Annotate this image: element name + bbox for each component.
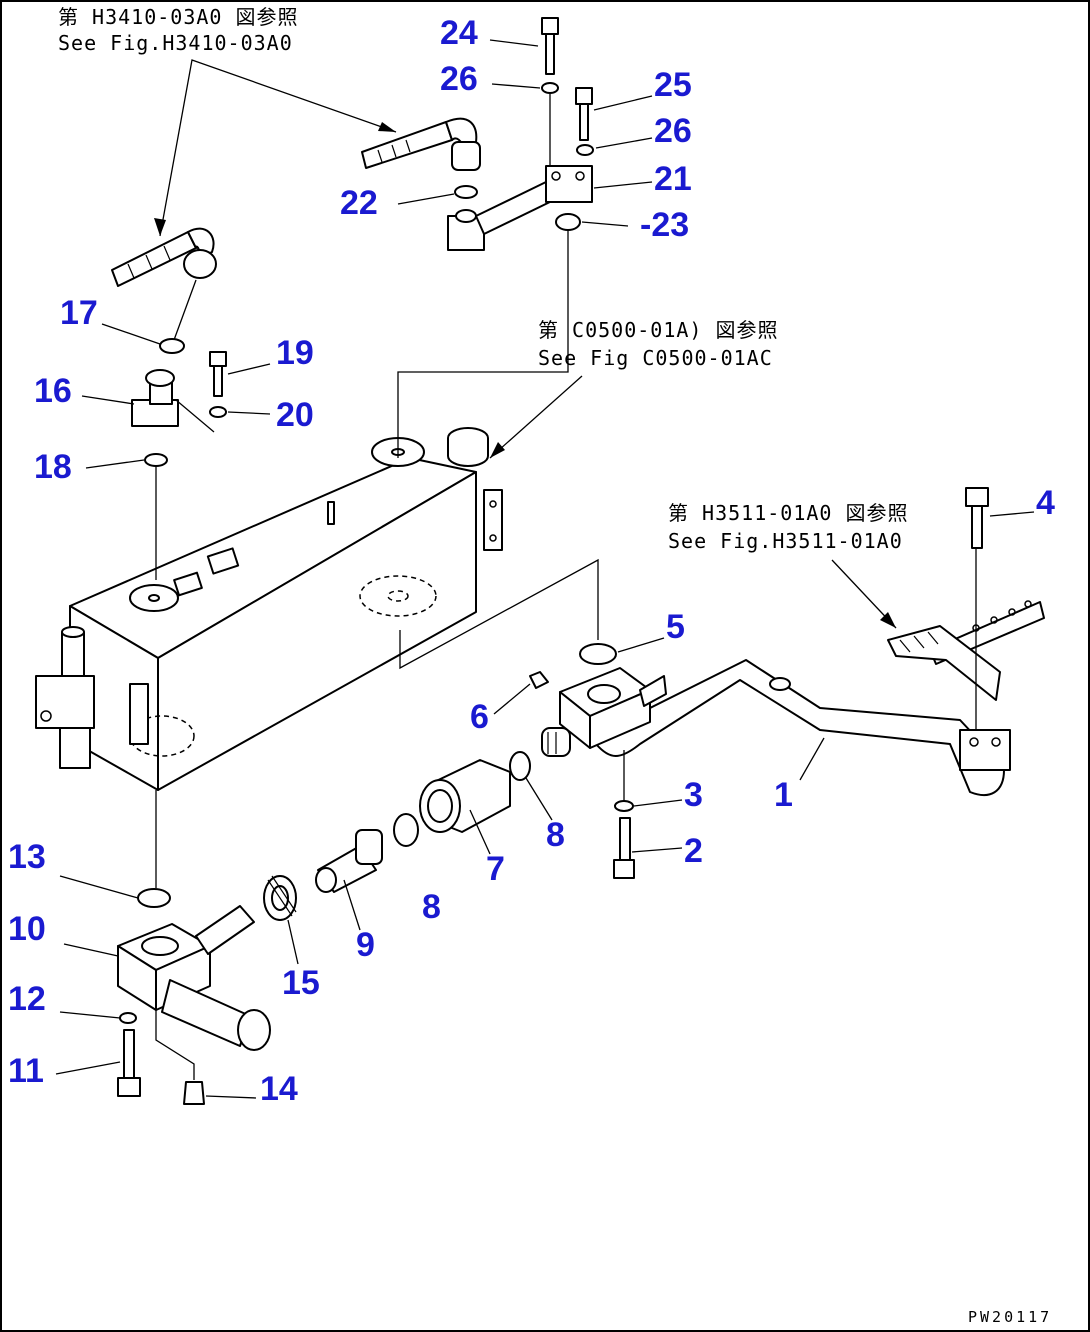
drawing-code: PW20117 (968, 1308, 1052, 1326)
callout-5: 5 (666, 608, 685, 646)
ref-note-2-jp: 第 C0500-01A) 図参照 (538, 318, 779, 342)
o-ring-5 (579, 643, 617, 665)
adapter-16 (131, 369, 215, 433)
callout-20: 20 (276, 396, 314, 434)
leader-14-link (155, 1010, 195, 1080)
callout-12: 12 (8, 980, 46, 1018)
hydraulic-tank (35, 427, 503, 791)
plug-6 (529, 671, 549, 689)
bolt-4 (965, 487, 989, 549)
o-ring-22 (454, 185, 478, 199)
leader-17 (173, 279, 197, 341)
callout-22: 22 (340, 184, 378, 222)
clamp-bracket (887, 600, 1045, 701)
ref-note-3-jp: 第 H3511-01A0 図参照 (668, 501, 909, 525)
callout-2: 2 (684, 832, 703, 870)
bolt-19 (209, 351, 227, 397)
o-ring-8-lower (393, 813, 419, 847)
callout-7: 7 (486, 850, 505, 888)
fitting-14 (183, 1081, 205, 1105)
upper-hose-right (361, 117, 481, 171)
callout-18: 18 (34, 448, 72, 486)
washer-12 (119, 1012, 137, 1024)
callout-8-lower: 8 (422, 888, 441, 926)
o-ring-8-upper (509, 751, 531, 781)
o-ring-18 (144, 453, 168, 467)
upper-hose-left (111, 227, 217, 287)
washer-3 (614, 800, 634, 812)
bolt-2 (613, 817, 635, 879)
valve-block (541, 667, 667, 757)
callout-4: 4 (1036, 484, 1055, 522)
leader-23-link (397, 230, 569, 458)
ref-note-2-en: See Fig C0500-01AC (538, 346, 773, 370)
callout-11: 11 (8, 1052, 44, 1090)
ref-note-1-jp: 第 H3410-03A0 図参照 (58, 5, 299, 29)
callout-10: 10 (8, 910, 46, 948)
callout-3: 3 (684, 776, 703, 814)
callout-13: 13 (8, 838, 46, 876)
callout-14: 14 (260, 1070, 298, 1108)
block-10 (117, 905, 271, 1051)
clamp-15 (263, 875, 297, 921)
pipe-21 (447, 165, 593, 251)
callout-9: 9 (356, 926, 375, 964)
o-ring-13 (137, 888, 171, 908)
leader-5-link (399, 558, 599, 670)
o-ring-17 (159, 338, 185, 354)
callout-15: 15 (282, 964, 320, 1002)
callout-26-upper: 26 (440, 60, 478, 98)
callout-23: -23 (640, 206, 689, 244)
o-ring-23 (555, 213, 581, 231)
callout-6: 6 (470, 698, 489, 736)
callout-17: 17 (60, 294, 98, 332)
ref-note-3-en: See Fig.H3511-01A0 (668, 529, 903, 553)
adapter-9 (315, 829, 383, 893)
callout-8-upper: 8 (546, 816, 565, 854)
callout-24: 24 (440, 14, 478, 52)
callout-16: 16 (34, 372, 72, 410)
callout-1: 1 (774, 776, 793, 814)
nut-7 (419, 759, 511, 833)
reference-arrows (154, 59, 897, 629)
ref-note-1-en: See Fig.H3410-03A0 (58, 31, 293, 55)
washer-26-upper (541, 82, 559, 94)
bolt-11 (117, 1029, 141, 1097)
callout-21: 21 (654, 160, 692, 198)
washer-26-lower (576, 144, 594, 156)
bolt-25 (575, 87, 593, 141)
washer-20 (209, 406, 227, 418)
bolt-24 (541, 17, 559, 75)
callout-leaders (55, 39, 1035, 1099)
callout-19: 19 (276, 334, 314, 372)
callout-26-lower: 26 (654, 112, 692, 150)
callout-25: 25 (654, 66, 692, 104)
